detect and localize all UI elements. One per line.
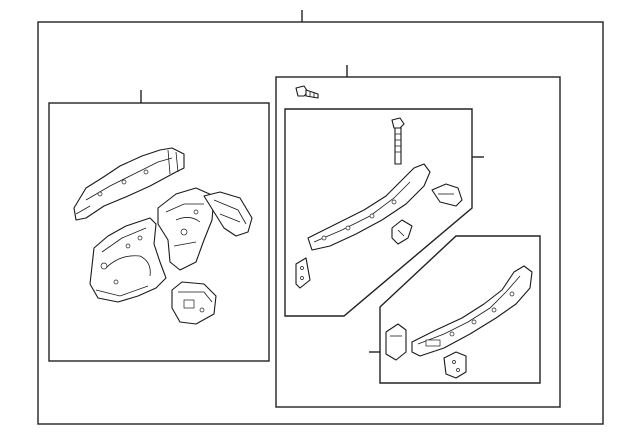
mounting-block-part xyxy=(171,281,217,325)
apron-bracket-part xyxy=(203,191,253,237)
left-panel-group-frame xyxy=(48,90,270,362)
outer-assembly-frame xyxy=(37,10,604,425)
wheelhouse-panel-part xyxy=(89,217,167,303)
mounting-bolt-part xyxy=(295,85,319,99)
upper-frame-rail-part xyxy=(307,163,431,251)
rail-plate-part xyxy=(443,351,467,379)
lower-frame-rail-part xyxy=(411,265,533,357)
right-rail-group-frame xyxy=(275,65,561,408)
rail-bolt-part xyxy=(391,117,405,165)
strut-tower-part xyxy=(157,187,215,271)
apron-upper-rail-part xyxy=(73,147,185,221)
rail-support-block-part xyxy=(385,323,407,361)
rail-gusset-part xyxy=(391,219,413,245)
upper-rail-subgroup-frame xyxy=(284,108,484,317)
rail-end-cap-part xyxy=(431,183,463,207)
reinforcement-plate-part xyxy=(295,257,311,289)
lower-rail-subgroup-frame xyxy=(369,235,541,384)
